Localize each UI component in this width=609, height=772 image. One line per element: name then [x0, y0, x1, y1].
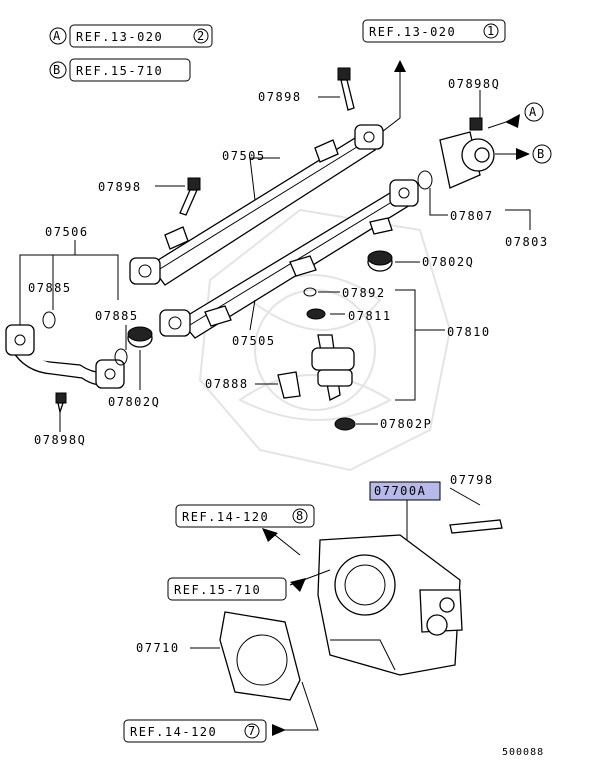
arrow-ref-mid2-icon	[290, 578, 306, 592]
ref-mid-left2-text: REF.15-710	[174, 583, 261, 597]
bolt-07898-top	[337, 67, 355, 111]
arrow-ref-bottom-icon	[272, 724, 286, 736]
ref-mid-left: REF.14-120 8	[175, 504, 315, 528]
label-07885-a: 07885	[28, 281, 72, 295]
grommet-07802q-right	[367, 250, 393, 272]
bolt-07898-left	[179, 177, 201, 216]
ref-top-right-num: 1	[487, 24, 496, 38]
legend-b-letter: B	[53, 63, 62, 77]
injector	[277, 287, 356, 431]
label-07898-top: 07898	[258, 90, 302, 104]
legend-a-ref: REF.13-020	[76, 30, 163, 44]
crossover-pipe	[5, 311, 128, 415]
ref-mid-left-num: 8	[296, 509, 305, 523]
label-07710: 07710	[136, 641, 180, 655]
arrow-a-letter: A	[529, 105, 538, 119]
legend-b-ref: REF.15-710	[76, 64, 163, 78]
label-07506: 07506	[45, 225, 89, 239]
ref-mid-left2: REF.15-710	[167, 577, 287, 601]
ref-top-right: REF.13-020 1	[362, 19, 506, 136]
label-07802q-left: 07802Q	[108, 395, 160, 409]
label-07802q-right: 07802Q	[422, 255, 474, 269]
arrow-a: A	[487, 102, 544, 129]
pressure-regulator	[417, 117, 495, 190]
fuel-rail-lower	[159, 179, 419, 339]
label-07885-b: 07885	[95, 309, 139, 323]
ref-bottom-left: REF.14-120 7	[123, 719, 267, 743]
fuel-rail-upper	[129, 124, 384, 286]
label-07802p: 07802P	[380, 417, 432, 431]
label-07898-left: 07898	[98, 180, 142, 194]
label-07810: 07810	[447, 325, 491, 339]
legend-a-num: 2	[197, 29, 206, 43]
label-07807: 07807	[450, 209, 494, 223]
legend-a: A REF.13-020 2	[49, 24, 213, 48]
label-07892: 07892	[342, 286, 386, 300]
label-07798: 07798	[450, 473, 494, 487]
ref-mid-left-text: REF.14-120	[182, 510, 269, 524]
label-07811: 07811	[348, 309, 392, 323]
ref-bottom-left-num: 7	[248, 724, 257, 738]
ref-bottom-left-text: REF.14-120	[130, 725, 217, 739]
label-07505-top: 07505	[222, 149, 266, 163]
label-07888: 07888	[205, 377, 249, 391]
throttle-body	[317, 519, 503, 676]
ref-top-right-text: REF.13-020	[369, 25, 456, 39]
leader-lines	[19, 90, 531, 731]
label-07700a: 07700A	[374, 484, 426, 498]
arrow-ref-mid-icon	[262, 528, 278, 542]
arrow-up-icon	[394, 60, 406, 72]
arrow-b: B	[495, 144, 552, 164]
grommet-07802q-left	[127, 326, 153, 348]
highlight-07700a	[369, 481, 441, 501]
diagram-id: 500088	[502, 747, 544, 758]
legend-a-letter: A	[53, 29, 62, 43]
legend-b: B REF.15-710	[49, 58, 191, 82]
part-labels: 07898 07898Q 07505 07898 07807 07803 075…	[28, 77, 549, 655]
arrow-b-letter: B	[537, 147, 546, 161]
label-07898q-top: 07898Q	[448, 77, 500, 91]
label-07803: 07803	[505, 235, 549, 249]
label-07898q-bot: 07898Q	[34, 433, 86, 447]
gasket	[219, 611, 301, 701]
label-07505-bot: 07505	[232, 334, 276, 348]
